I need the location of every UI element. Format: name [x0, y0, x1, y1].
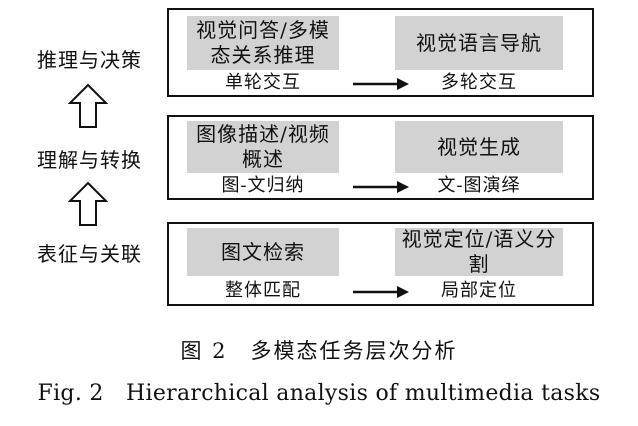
right-arrow-icon: [353, 181, 409, 193]
task-cell-visual-generation: 视觉生成: [395, 121, 563, 173]
task-cell-image-text-retrieval: 图文检索: [187, 228, 339, 276]
level-label-understanding: 理解与转换: [37, 148, 142, 172]
figure-caption-chinese: 图 2 多模态任务层次分析: [180, 339, 458, 363]
task-cell-grounding-segmentation: 视觉定位/语义分割: [395, 227, 563, 276]
task-cell-vision-language-navigation: 视觉语言导航: [395, 16, 563, 70]
layer-box-representation: 图文检索 视觉定位/语义分割 整体匹配 局部定位: [167, 222, 594, 306]
task-cell-image-caption-video-summary: 图像描述/视频概述: [187, 121, 339, 173]
right-arrow-icon: [353, 78, 409, 90]
figure-caption-english: Fig. 2 Hierarchical analysis of multimed…: [37, 381, 601, 406]
level-label-representation: 表征与关联: [37, 242, 142, 266]
mode-label-single-turn: 单轮交互: [225, 72, 301, 93]
layer-box-understanding: 图像描述/视频概述 视觉生成 图-文归纳 文-图演绎: [167, 115, 594, 200]
level-label-reasoning: 推理与决策: [37, 48, 142, 72]
mode-label-image-text-induction: 图-文归纳: [221, 175, 305, 196]
layer-box-reasoning: 视觉问答/多模态关系推理 视觉语言导航 单轮交互 多轮交互: [167, 8, 594, 97]
right-arrow-icon: [353, 286, 409, 298]
mode-label-text-image-deduction: 文-图演绎: [437, 175, 521, 196]
mode-label-multi-turn: 多轮交互: [441, 72, 517, 93]
hollow-up-arrow-icon: [68, 83, 108, 128]
task-cell-vqa-reasoning: 视觉问答/多模态关系推理: [187, 16, 339, 70]
mode-label-local-localization: 局部定位: [441, 280, 517, 301]
mode-label-global-matching: 整体匹配: [225, 280, 301, 301]
hollow-up-arrow-icon: [68, 181, 108, 226]
